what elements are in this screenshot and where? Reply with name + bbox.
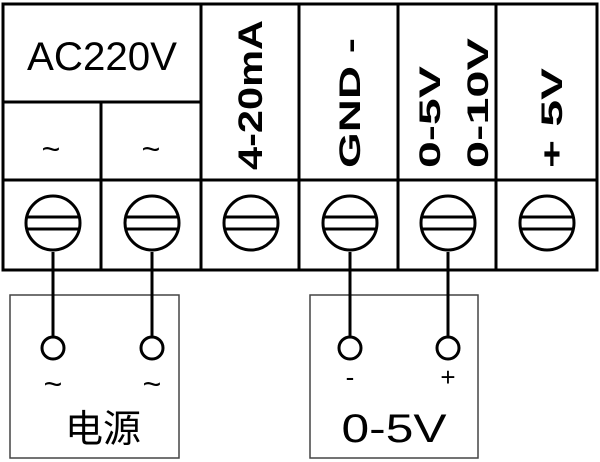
- ac220v-label: AC220V: [27, 35, 177, 79]
- screw-head-icon: [518, 194, 576, 252]
- signal-source-box: [309, 294, 479, 459]
- screw-head-icon: [123, 194, 181, 252]
- 4-20ma-label: 4-20mA: [232, 20, 270, 170]
- screw-terminal-ac2: [123, 194, 181, 252]
- power-terminal-1: [40, 335, 66, 361]
- screw-head-icon: [321, 194, 379, 252]
- signal-terminal-plus: [435, 335, 461, 361]
- screw-terminal-plus5: [518, 194, 576, 252]
- screw-terminal-ma: [222, 194, 280, 252]
- screw-head-icon: [222, 194, 280, 252]
- power-source-box: [9, 294, 180, 459]
- screw-terminal-gnd: [321, 194, 379, 252]
- screw-head-icon: [24, 194, 82, 252]
- signal-plus-label: +: [440, 362, 455, 392]
- ac-terminal-label-1: ~: [42, 131, 61, 167]
- plus-5v-label: + 5V: [536, 68, 569, 168]
- signal-minus-label: -: [346, 362, 355, 392]
- screw-terminal-volt: [419, 194, 477, 252]
- gnd-label: GND -: [334, 38, 367, 168]
- screw-head-icon: [419, 194, 477, 252]
- 0-10v-label: 0-10V: [462, 38, 495, 168]
- power-terminal-label-2: ~: [143, 366, 162, 402]
- ac-terminal-label-2: ~: [142, 131, 161, 167]
- screw-terminal-ac1: [24, 194, 82, 252]
- power-terminal-2: [139, 335, 165, 361]
- signal-source-label: 0-5V: [342, 407, 447, 451]
- power-terminal-label-1: ~: [44, 366, 63, 402]
- signal-terminal-minus: [337, 335, 363, 361]
- power-source-label: 电源: [65, 409, 141, 451]
- 0-5v-label: 0-5V: [414, 66, 447, 168]
